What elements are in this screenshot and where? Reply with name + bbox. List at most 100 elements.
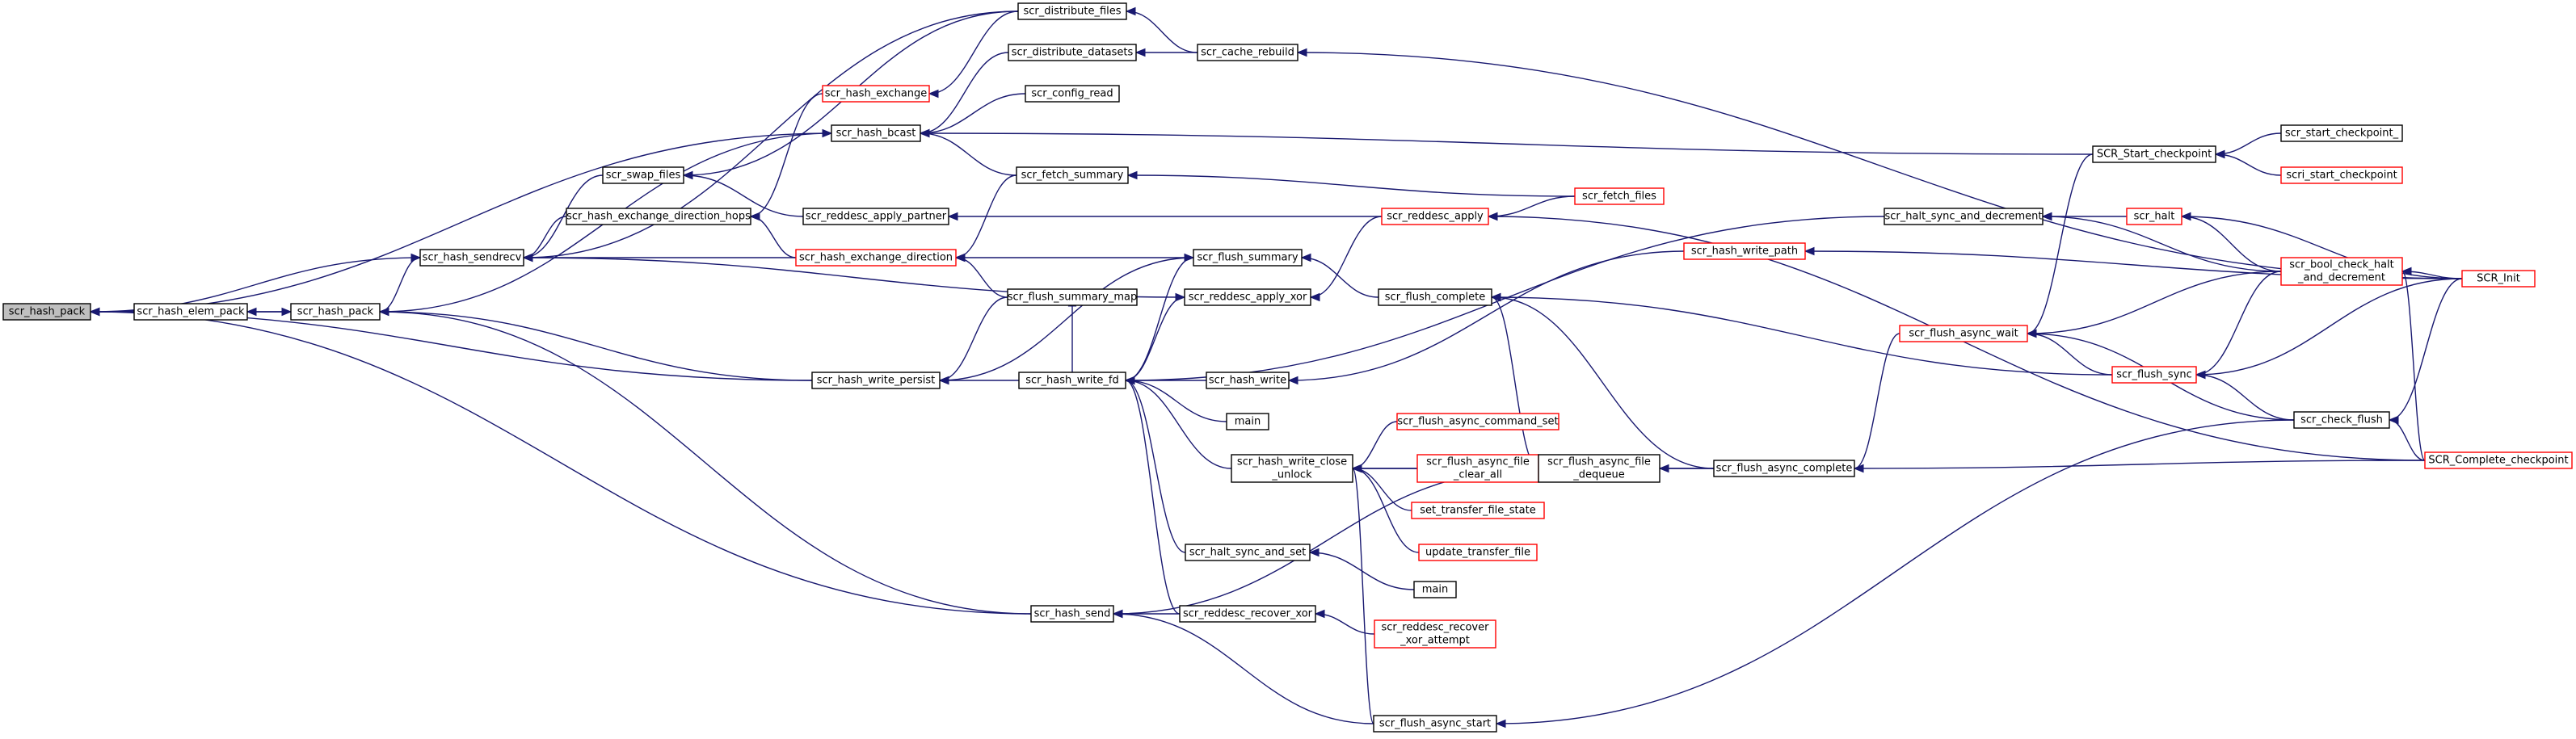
node-scr-reddesc-recover-xor-attempt[interactable]: scr_reddesc_recover_xor_attempt xyxy=(1374,619,1496,649)
node-box-scr-fetch-summary[interactable] xyxy=(1016,166,1129,184)
node-box-scr-halt[interactable] xyxy=(2126,208,2182,225)
node-box-scr-fetch-files[interactable] xyxy=(1574,187,1665,205)
node-box-scr-hash-pack2[interactable] xyxy=(290,303,381,321)
node-scr-fetch-files[interactable]: scr_fetch_files xyxy=(1574,187,1665,205)
node-box-scr-check-flush[interactable] xyxy=(2293,411,2390,429)
node-scr-hash-exchange-direction[interactable]: scr_hash_exchange_direction xyxy=(795,249,957,267)
node-box-scr-flush-summary[interactable] xyxy=(1193,249,1303,267)
node-box-scr-complete-checkpoint[interactable] xyxy=(2424,451,2573,469)
node-box-scr-cache-rebuild[interactable] xyxy=(1197,44,1299,61)
node-scr-flush-complete[interactable]: scr_flush_complete xyxy=(1378,288,1492,306)
node-box-scr-hash-exchange[interactable] xyxy=(822,85,930,103)
node-scr-cache-rebuild[interactable]: scr_cache_rebuild xyxy=(1197,44,1299,61)
node-box-scr-flush-async-start[interactable] xyxy=(1373,715,1497,733)
node-scr-hash-pack2[interactable]: scr_hash_pack xyxy=(290,303,381,321)
node-box-scr-halt-sync-and-set[interactable] xyxy=(1185,544,1311,561)
node-box-scr-start-checkpoint[interactable] xyxy=(2092,145,2216,163)
node-scr-reddesc-apply-partner[interactable]: scr_reddesc_apply_partner xyxy=(802,208,949,225)
node-box-scr-flush-complete[interactable] xyxy=(1378,288,1492,306)
node-box-update-transfer-file[interactable] xyxy=(1418,544,1538,561)
node-box-scr-reddesc-apply-partner[interactable] xyxy=(802,208,949,225)
node-scr-reddesc-recover-xor[interactable]: scr_reddesc_recover_xor xyxy=(1179,605,1316,623)
node-scr-hash-pack[interactable]: scr_hash_pack xyxy=(2,303,91,321)
node-set-transfer-file-state[interactable]: set_transfer_file_state xyxy=(1411,502,1545,519)
node-box-scr-hash-pack[interactable] xyxy=(2,303,91,321)
node-scr-distribute-datasets[interactable]: scr_distribute_datasets xyxy=(1008,44,1137,61)
node-scr-flush-summary[interactable]: scr_flush_summary xyxy=(1193,249,1303,267)
node-box-scr-hash-bcast[interactable] xyxy=(831,124,921,142)
node-scr-hash-exchange[interactable]: scr_hash_exchange xyxy=(822,85,930,103)
node-scr-flush-async-file-dequeue[interactable]: scr_flush_async_file_dequeue xyxy=(1538,454,1661,483)
node-scr-swap-files[interactable]: scr_swap_files xyxy=(602,166,684,184)
node-scr-hash-write[interactable]: scr_hash_write xyxy=(1206,372,1290,389)
node-box-scr-flush-async-command-set[interactable] xyxy=(1396,413,1559,430)
arrowhead-scr-hash-send-to-scr-hash-pack xyxy=(89,307,100,317)
node-scr-flush-sync[interactable]: scr_flush_sync xyxy=(2111,366,2197,384)
node-scr-reddesc-apply[interactable]: scr_reddesc_apply xyxy=(1381,208,1489,225)
node-box-scr-flush-async-file-dequeue[interactable] xyxy=(1538,454,1661,483)
node-scr-check-flush[interactable]: scr_check_flush xyxy=(2293,411,2390,429)
node-box-scr-distribute-datasets[interactable] xyxy=(1008,44,1137,61)
node-box-scr-halt-sync-and-decrement[interactable] xyxy=(1884,208,2044,225)
node-box-scr-hash-exchange-direction[interactable] xyxy=(795,249,957,267)
node-scr-config-read[interactable]: scr_config_read xyxy=(1025,85,1120,103)
node-scr-start-checkpoint[interactable]: scr_start_checkpoint_ xyxy=(2280,124,2403,142)
node-box-scr-hash-write-persist[interactable] xyxy=(811,372,941,389)
node-scr-start-checkpoint[interactable]: SCR_Start_checkpoint xyxy=(2092,145,2216,163)
node-box-scr-reddesc-apply[interactable] xyxy=(1381,208,1489,225)
node-scr-hash-write-persist[interactable]: scr_hash_write_persist xyxy=(811,372,941,389)
node-box-scr-reddesc-apply-xor[interactable] xyxy=(1184,288,1311,306)
node-scr-hash-write-fd[interactable]: scr_hash_write_fd xyxy=(1018,372,1126,389)
node-scr-hash-write-close-unlock[interactable]: scr_hash_write_close_unlock xyxy=(1231,454,1353,483)
node-scr-distribute-files[interactable]: scr_distribute_files xyxy=(1017,2,1127,20)
node-scr-flush-async-complete[interactable]: scr_flush_async_complete xyxy=(1713,460,1855,477)
node-box-scr-reddesc-recover-xor[interactable] xyxy=(1179,605,1316,623)
node-scr-fetch-summary[interactable]: scr_fetch_summary xyxy=(1016,166,1129,184)
node-scr-flush-async-wait[interactable]: scr_flush_async_wait xyxy=(1899,325,2028,342)
node-box-scri-start-checkpoint[interactable] xyxy=(2280,166,2403,184)
node-box-scr-flush-summary-map[interactable] xyxy=(1007,288,1138,306)
node-scr-hash-send[interactable]: scr_hash_send xyxy=(1030,605,1114,623)
node-scr-flush-async-start[interactable]: scr_flush_async_start xyxy=(1373,715,1497,733)
node-box-scr-hash-write[interactable] xyxy=(1206,372,1290,389)
node-box-scr-hash-send[interactable] xyxy=(1030,605,1114,623)
node-box-scr-hash-write-path[interactable] xyxy=(1683,242,1806,260)
node-box-scr-hash-write-close-unlock[interactable] xyxy=(1231,454,1353,483)
node-scr-bool-check-halt-and-decrement[interactable]: scr_bool_check_halt_and_decrement xyxy=(2280,257,2403,286)
node-scr-flush-async-command-set[interactable]: scr_flush_async_command_set xyxy=(1396,413,1559,430)
node-scr-halt[interactable]: scr_halt xyxy=(2126,208,2182,225)
node-scr-flush-summary-map[interactable]: scr_flush_summary_map xyxy=(1007,288,1138,306)
node-scr-complete-checkpoint[interactable]: SCR_Complete_checkpoint xyxy=(2424,451,2573,469)
node-scr-flush-async-file-clear-all[interactable]: scr_flush_async_file_clear_all xyxy=(1416,454,1539,483)
node-scr-hash-write-path[interactable]: scr_hash_write_path xyxy=(1683,242,1806,260)
node-box-main1[interactable] xyxy=(1226,413,1269,430)
node-main1[interactable]: main xyxy=(1226,413,1269,430)
node-box-scr-flush-sync[interactable] xyxy=(2111,366,2197,384)
node-scr-halt-sync-and-decrement[interactable]: scr_halt_sync_and_decrement xyxy=(1884,208,2044,225)
node-scr-init[interactable]: SCR_Init xyxy=(2461,270,2536,288)
node-box-scr-flush-async-complete[interactable] xyxy=(1713,460,1855,477)
node-box-scr-init[interactable] xyxy=(2461,270,2536,288)
node-scr-hash-sendrecv[interactable]: scr_hash_sendrecv xyxy=(419,249,524,267)
node-box-scr-hash-write-fd[interactable] xyxy=(1018,372,1126,389)
node-box-main2[interactable] xyxy=(1413,581,1457,598)
node-box-scr-config-read[interactable] xyxy=(1025,85,1120,103)
node-box-scr-bool-check-halt-and-decrement[interactable] xyxy=(2280,257,2403,286)
node-box-scr-hash-exchange-direction-hops[interactable] xyxy=(566,208,751,225)
node-box-scr-swap-files[interactable] xyxy=(602,166,684,184)
node-box-scr-hash-elem-pack[interactable] xyxy=(133,303,248,321)
node-box-scr-hash-sendrecv[interactable] xyxy=(419,249,524,267)
node-box-scr-start-checkpoint[interactable] xyxy=(2280,124,2403,142)
node-scr-hash-bcast[interactable]: scr_hash_bcast xyxy=(831,124,921,142)
node-scr-hash-exchange-direction-hops[interactable]: scr_hash_exchange_direction_hops xyxy=(566,208,751,225)
node-scri-start-checkpoint[interactable]: scri_start_checkpoint xyxy=(2280,166,2403,184)
node-update-transfer-file[interactable]: update_transfer_file xyxy=(1418,544,1538,561)
node-box-scr-flush-async-wait[interactable] xyxy=(1899,325,2028,342)
node-main2[interactable]: main xyxy=(1413,581,1457,598)
node-scr-reddesc-apply-xor[interactable]: scr_reddesc_apply_xor xyxy=(1184,288,1311,306)
node-scr-hash-elem-pack[interactable]: scr_hash_elem_pack xyxy=(133,303,248,321)
node-box-set-transfer-file-state[interactable] xyxy=(1411,502,1545,519)
node-scr-halt-sync-and-set[interactable]: scr_halt_sync_and_set xyxy=(1185,544,1311,561)
node-box-scr-distribute-files[interactable] xyxy=(1017,2,1127,20)
node-box-scr-reddesc-recover-xor-attempt[interactable] xyxy=(1374,619,1496,649)
